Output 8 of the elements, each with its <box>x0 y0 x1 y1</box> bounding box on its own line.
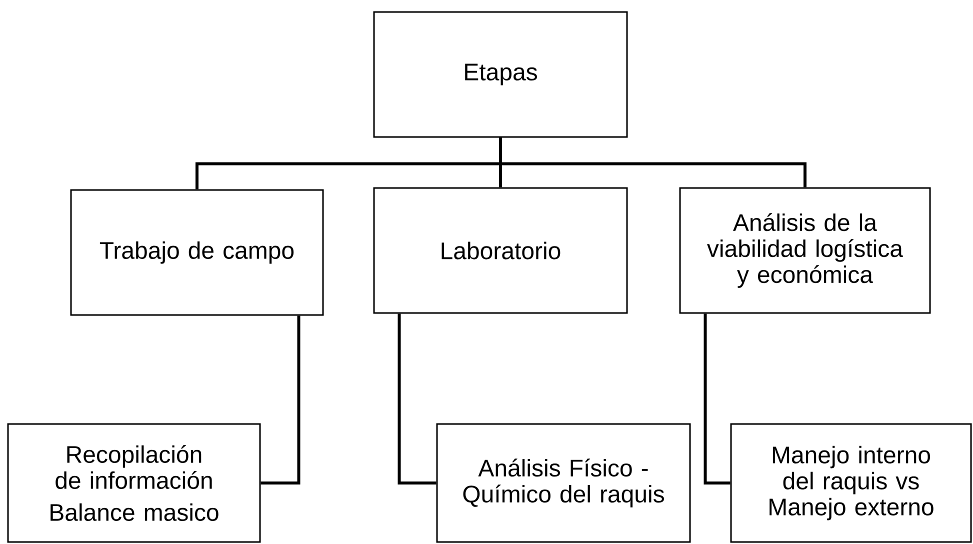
connector-line <box>499 138 806 188</box>
process-box: Análisis Físico - Químico del raquis <box>436 423 691 543</box>
process-box: Etapas <box>373 11 628 138</box>
process-box: Recopilación de información Balance masico <box>7 423 261 543</box>
process-box: Laboratorio <box>373 187 628 314</box>
process-box: Manejo interno del raquis vs Manejo externo <box>730 423 972 543</box>
process-box: Trabajo de campo <box>70 189 324 316</box>
process-box: Análisis de la viabilidad logística y económica <box>679 187 931 314</box>
